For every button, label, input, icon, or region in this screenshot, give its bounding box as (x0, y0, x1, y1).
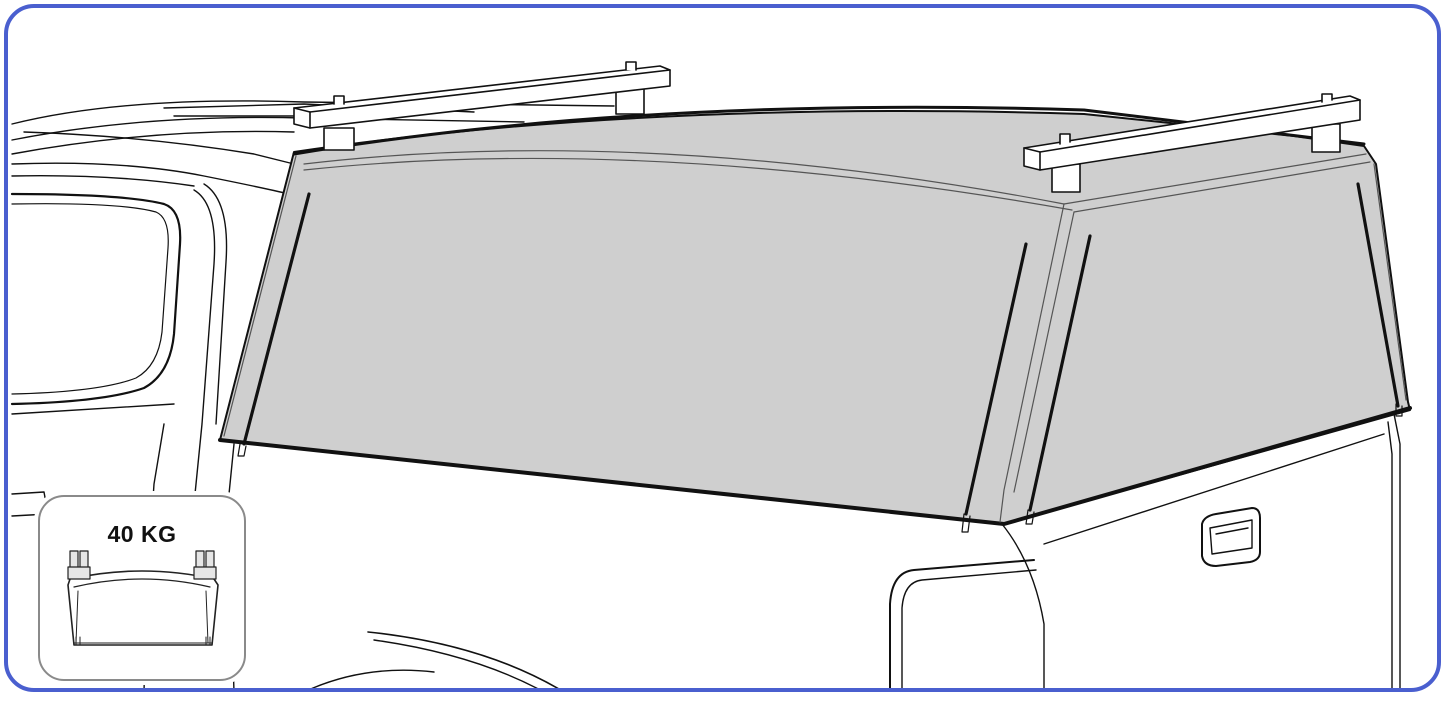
canopy-side-panel (219, 110, 1411, 525)
truck-bed (227, 413, 1401, 688)
diagram-frame: 40 KG (4, 4, 1441, 692)
inset-rack-left (67, 550, 91, 580)
roof-rack-front-bar (293, 61, 671, 151)
canopy-seal-strips (242, 182, 1400, 516)
roof-rack-load-icon (67, 550, 219, 646)
load-capacity-inset: 40 KG (38, 495, 246, 681)
canopy (218, 105, 1412, 526)
truck-canopy-roof-rack-illustration (10, 61, 1412, 688)
seal-strip-clips (237, 403, 1403, 533)
roof-rack-rear-bar (1023, 93, 1361, 193)
load-capacity-label: 40 KG (107, 521, 177, 547)
inset-rack-right (193, 550, 217, 580)
tailgate-handle (1201, 507, 1261, 567)
